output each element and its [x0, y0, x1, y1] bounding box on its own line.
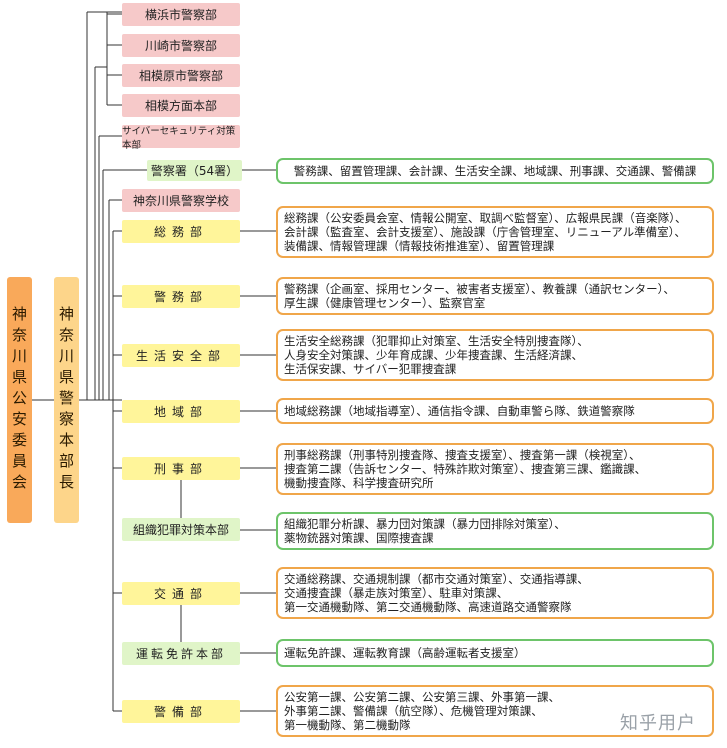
division-criminal-desc: 刑事総務課（刑事特別捜査隊、捜査支援室）、捜査第一課（検視室）、 捜査第二課（告…: [276, 443, 714, 495]
division-community-safety: 生活安全部: [122, 344, 240, 367]
division-general-affairs-desc: 総務課（公安委員会室、情報公開室、取調べ監督室）、広報県民課（音楽隊）、 会計課…: [276, 206, 714, 258]
unit-stations: 警察署（54署）: [147, 160, 242, 181]
division-organized-crime: 組織犯罪対策本部: [122, 518, 240, 541]
division-criminal: 刑事部: [122, 457, 240, 480]
police-chief: 神奈川県警察本部長: [54, 277, 79, 523]
division-organized-crime-desc: 組織犯罪分析課、暴力団対策課（暴力団排除対策室）、 薬物銃器対策課、国際捜査課: [276, 512, 714, 550]
division-license-desc: 運転免許課、運転教育課（高齢運転者支援室）: [276, 639, 714, 667]
division-community-safety-desc: 生活安全総務課（犯罪抑止対策室、生活安全特別捜査隊）、 人身安全対策課、少年育成…: [276, 329, 714, 381]
division-community: 地域部: [122, 400, 240, 423]
division-community-desc: 地域総務課（地域指導室）、通信指令課、自動車警ら隊、鉄道警察隊: [276, 398, 714, 424]
watermark: 知乎用户: [620, 713, 696, 734]
unit-yokohama: 横浜市警察部: [122, 3, 240, 26]
unit-sagami-area: 相模方面本部: [122, 94, 240, 117]
division-license: 運転免許本部: [122, 642, 240, 665]
division-police-affairs-desc: 警務課（企画室、採用センター、被害者支援室）、教養課（通訳センター）、 厚生課（…: [276, 277, 714, 315]
division-traffic-desc: 交通総務課、交通規制課（都市交通対策室）、交通指導課、 交通捜査課（暴走族対策室…: [276, 567, 714, 619]
unit-police-school: 神奈川県警察学校: [122, 189, 240, 212]
division-general-affairs: 総務部: [122, 220, 240, 243]
division-traffic: 交通部: [122, 582, 240, 605]
unit-kawasaki: 川崎市警察部: [122, 34, 240, 57]
division-security-desc: 公安第一課、公安第二課、公安第三課、外事第一課、 外事第二課、警備課（航空隊）、…: [276, 685, 714, 737]
division-security: 警備部: [122, 700, 240, 723]
stations-description: 警務課、留置管理課、会計課、生活安全課、地域課、刑事課、交通課、警備課: [276, 158, 714, 184]
division-police-affairs: 警務部: [122, 285, 240, 308]
unit-sagamihara: 相模原市警察部: [122, 64, 240, 87]
public-safety-commission: 神奈川県公安委員会: [7, 277, 32, 523]
unit-cyber: サイバーセキュリティ対策本部: [122, 125, 240, 151]
